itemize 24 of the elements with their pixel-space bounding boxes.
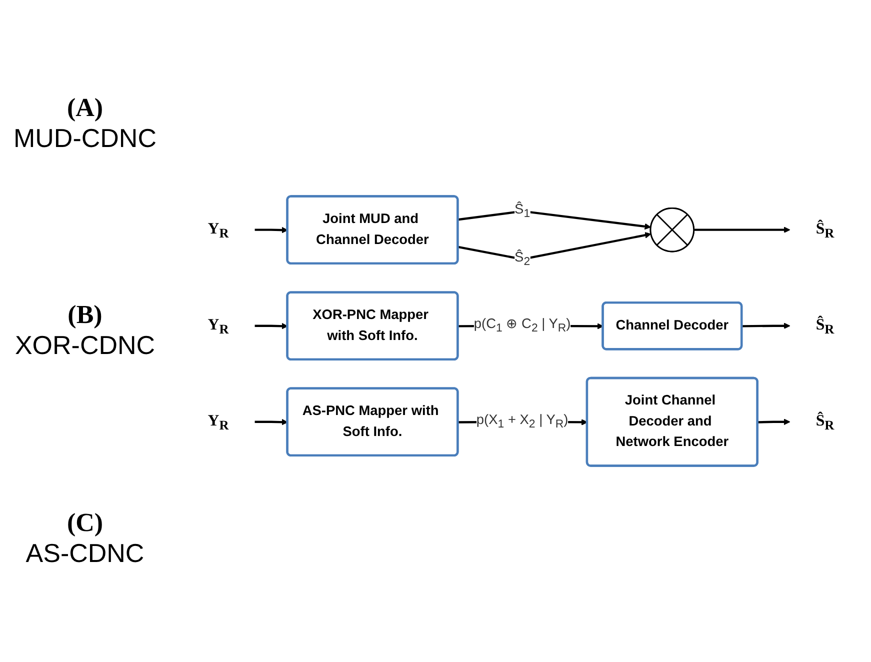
- node-text: Ŝ$_{R}$: [815, 315, 834, 336]
- arrow: [254, 226, 288, 234]
- node-text: Ŝ$_{R}$: [815, 411, 834, 432]
- arrow: [457, 232, 651, 260]
- edge-label: Ŝ$_{1}$: [514, 202, 530, 220]
- node-text: Y$_{R}$: [207, 411, 228, 432]
- arrow: [757, 418, 790, 426]
- panel-letter: (B): [68, 300, 102, 330]
- node-text: Y$_{R}$: [207, 219, 228, 240]
- node-text: Ŝ$_{R}$: [815, 219, 834, 240]
- node-text: Y$_{R}$: [207, 315, 228, 336]
- panel-title: AS-CDNC: [26, 538, 144, 569]
- edge-label: p(X$_{1}$ + X$_{2}$ | Y$_{R}$): [476, 412, 568, 431]
- edge-label: p(C$_{1}$ ⊕ C$_{2}$ | Y$_{R}$): [473, 316, 570, 335]
- panel-title: MUD-CDNC: [14, 123, 156, 154]
- panel-letter: (A): [66, 93, 104, 124]
- panel-letter: (C): [66, 508, 104, 538]
- edge-label: Ŝ$_{2}$: [514, 250, 530, 268]
- arrow: [741, 322, 790, 330]
- arrow: [457, 210, 650, 230]
- arrow: [254, 322, 288, 330]
- arrow: [254, 418, 288, 426]
- arrow: [693, 226, 790, 234]
- panel-title: XOR-CDNC: [14, 330, 156, 362]
